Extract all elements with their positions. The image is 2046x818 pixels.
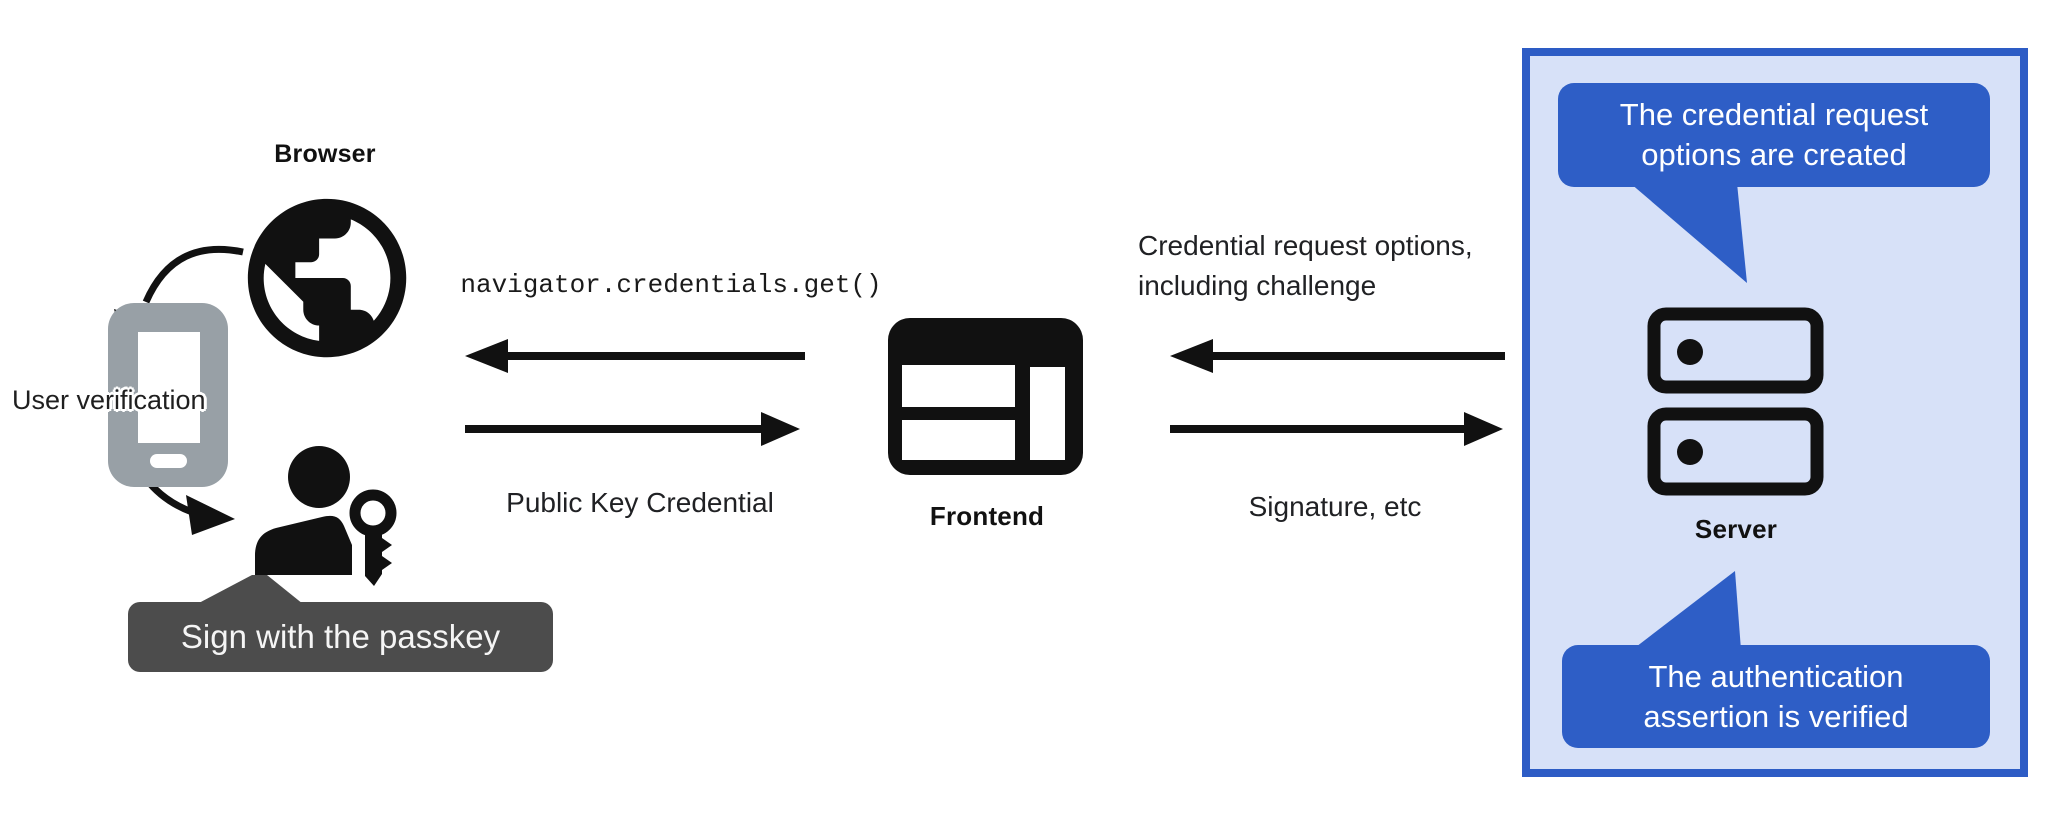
server-stack-icon [1647, 307, 1824, 496]
arrow-browser-to-frontend [465, 412, 800, 446]
web-layout-frontend-icon [888, 318, 1083, 475]
credential-request-options-label: Credential request options, including ch… [1138, 226, 1558, 306]
bubble-top-line1: The credential request [1619, 97, 1929, 132]
person-with-key-icon [255, 446, 397, 586]
bubble-bottom-line2: assertion is verified [1643, 698, 1909, 734]
bubble-credential-request-created: The credential request options are creat… [1558, 83, 1990, 187]
browser-label: Browser [274, 140, 376, 168]
arrow-frontend-to-browser [465, 339, 805, 373]
bubble-bottom-line1: The authentication [1648, 658, 1904, 694]
credential-request-line2: including challenge [1138, 270, 1377, 301]
user-verification-label: User verification [12, 385, 206, 415]
bubble-top-line2: options are created [1641, 137, 1907, 172]
server-label: Server [1694, 514, 1778, 544]
tooltip-pointer [197, 575, 303, 604]
bubble-assertion-verified: The authentication assertion is verified [1562, 645, 1990, 748]
arrow-server-to-frontend [1170, 339, 1505, 373]
passkey-tooltip: Sign with the passkey [128, 602, 553, 672]
smartphone-icon [108, 303, 228, 487]
credentials-get-code-label: navigator.credentials.get() [460, 270, 882, 300]
bubble-top-tail [1630, 183, 1747, 283]
signature-etc-label: Signature, etc [1248, 491, 1422, 522]
globe-browser-icon [247, 198, 407, 358]
public-key-credential-label: Public Key Credential [506, 487, 774, 518]
credential-request-line1: Credential request options, [1138, 230, 1473, 261]
frontend-label: Frontend [929, 501, 1045, 531]
arrow-frontend-to-server [1170, 412, 1503, 446]
bubble-bottom-tail [1632, 571, 1741, 650]
